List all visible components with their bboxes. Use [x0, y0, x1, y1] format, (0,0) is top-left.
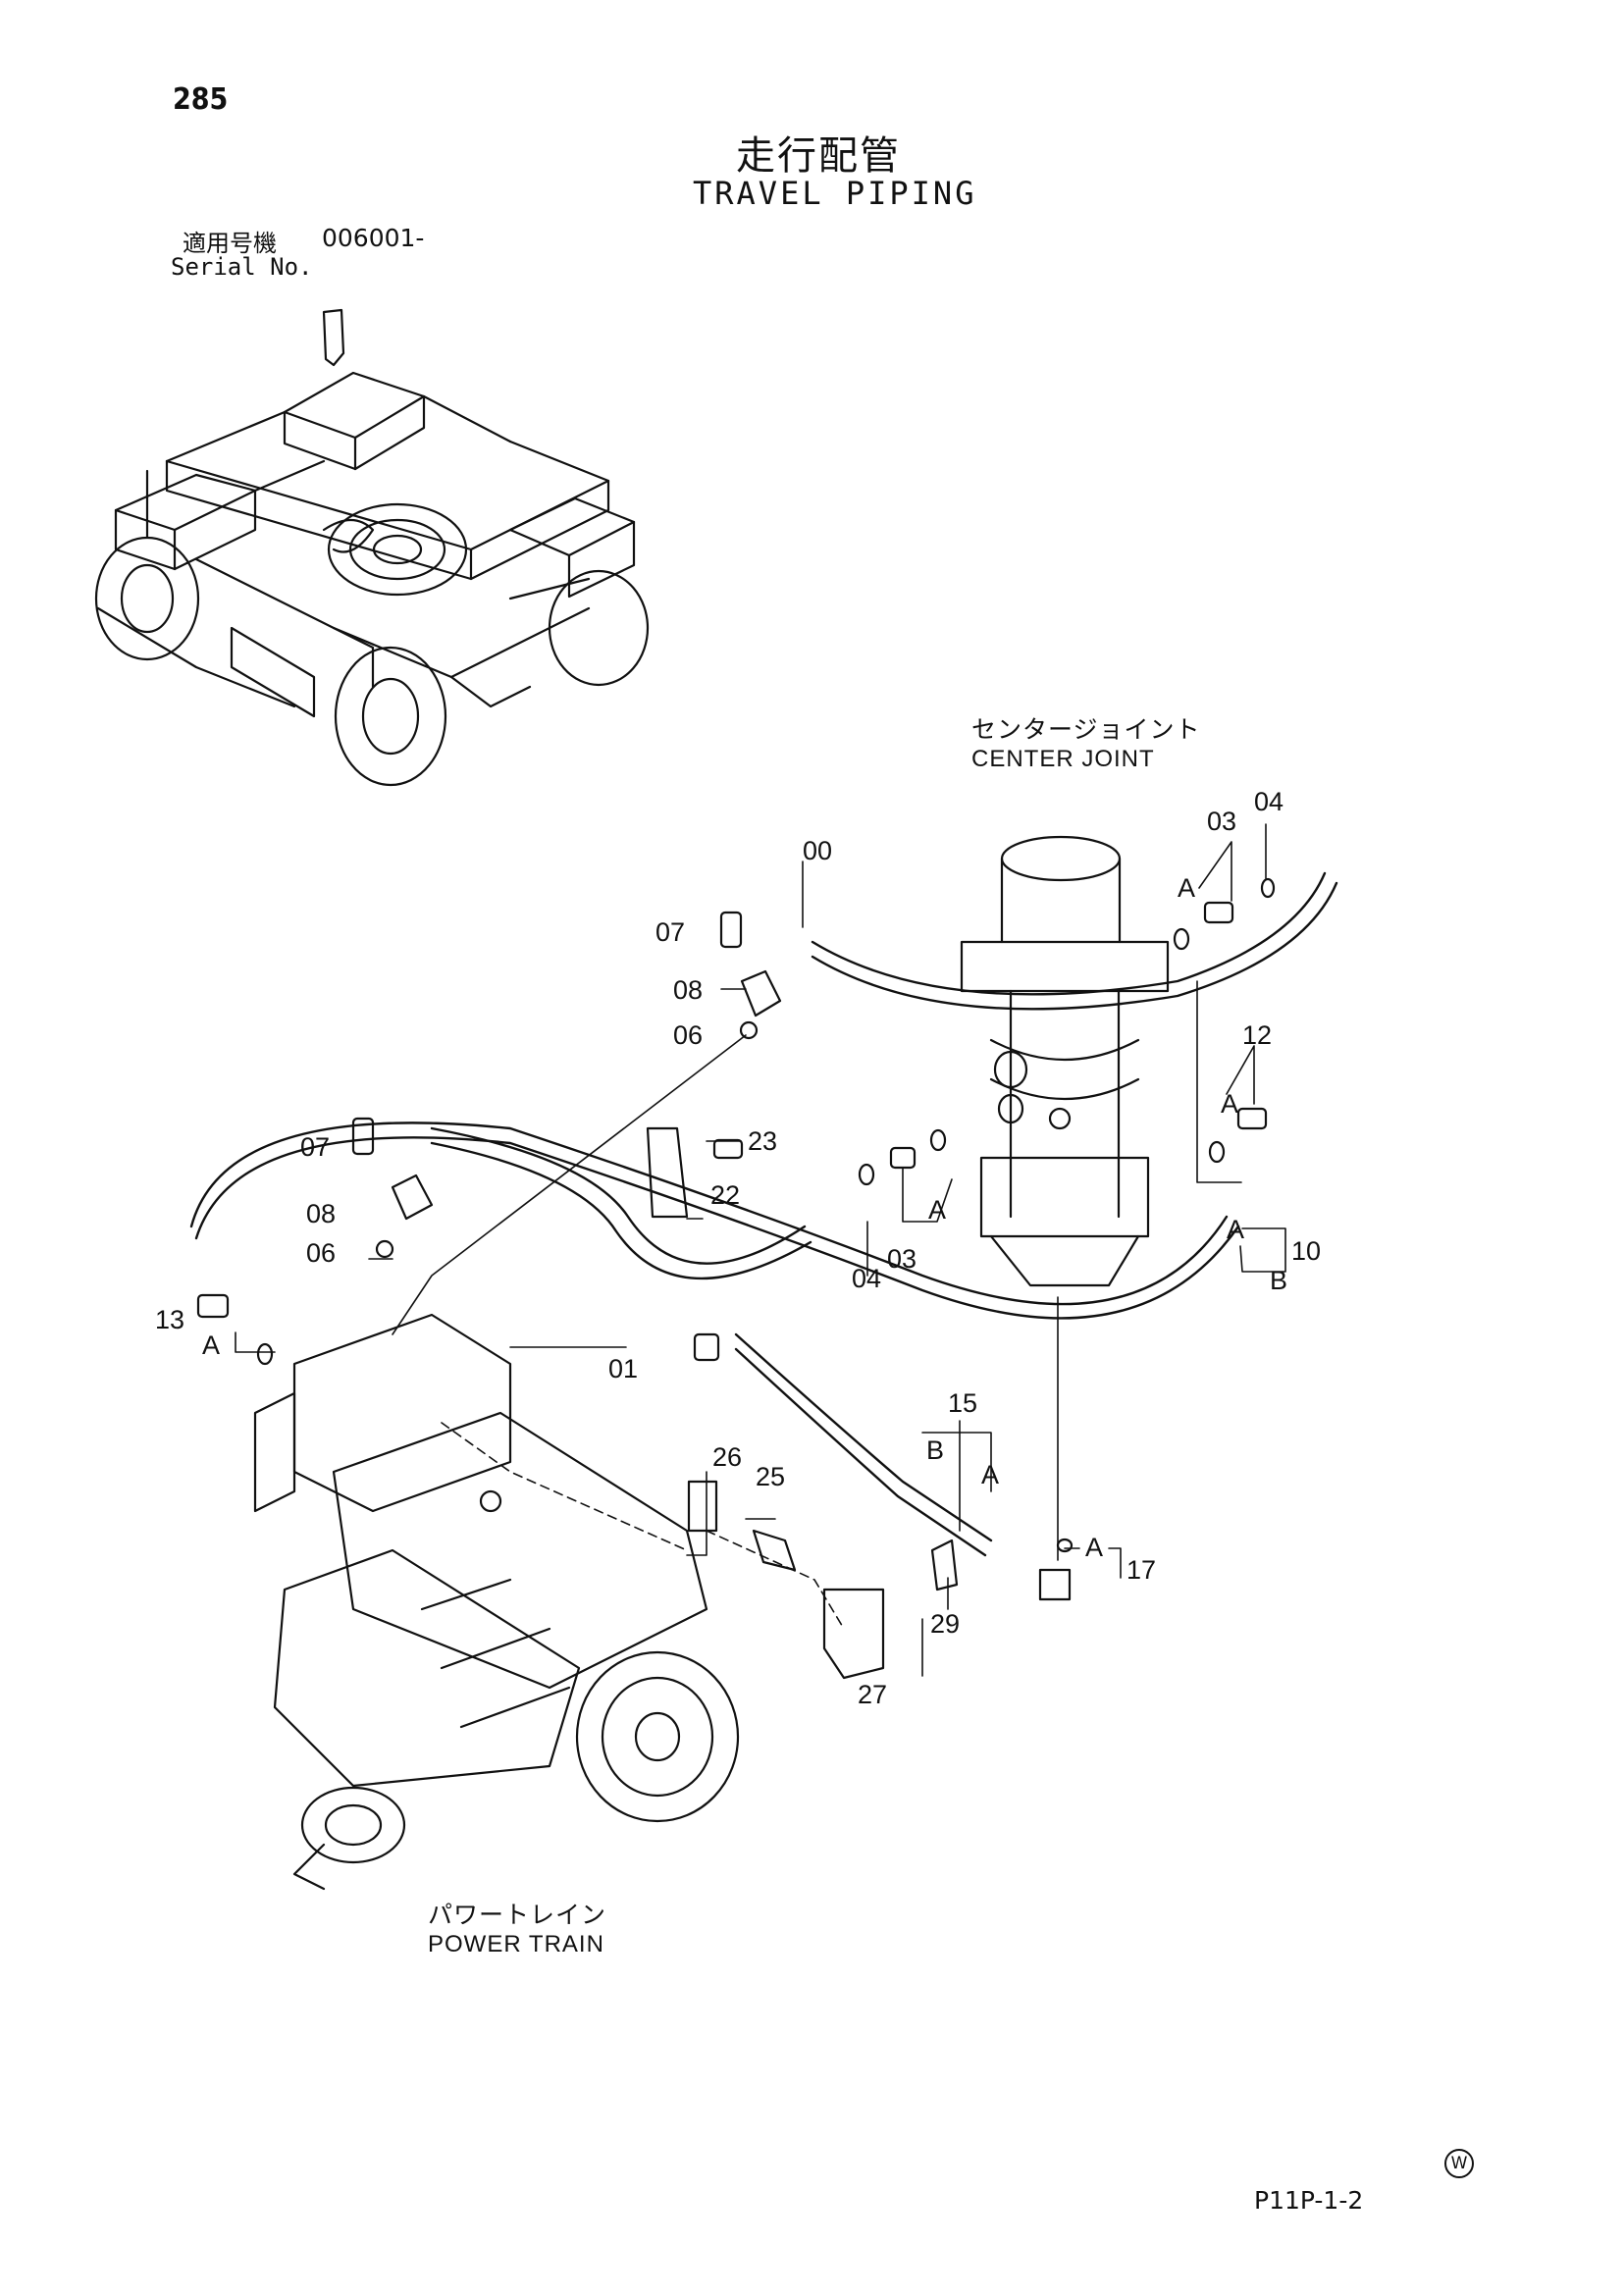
- callout-00: 00: [803, 836, 833, 865]
- callout-15: 15: [948, 1388, 978, 1418]
- callout-27: 27: [858, 1680, 888, 1709]
- callout-10: 10: [1291, 1236, 1322, 1266]
- callout-08-lower: 08: [306, 1199, 337, 1228]
- hoses: [189, 871, 1338, 1557]
- connection-letter-a: A: [1227, 1215, 1245, 1244]
- machine-overview-illustration: [94, 308, 650, 787]
- page-title-japanese: 走行配管: [736, 133, 901, 179]
- callout-08-upper: 08: [673, 975, 704, 1005]
- callout-07-upper: 07: [655, 917, 686, 947]
- fittings: [196, 877, 1276, 1680]
- center-joint-illustration: [960, 835, 1170, 1287]
- callout-04-upper: 04: [1254, 787, 1284, 816]
- leader-lines: [235, 823, 1286, 1677]
- drawing-code: P11P-1-2: [1254, 2186, 1364, 2215]
- callout-01: 01: [608, 1354, 639, 1383]
- callout-07-lower: 07: [300, 1132, 331, 1162]
- power-train-illustration: [253, 1313, 740, 1891]
- serial-label: Serial No.: [171, 253, 313, 281]
- connection-letter-b: B: [926, 1435, 945, 1465]
- callout-03-upper: 03: [1207, 807, 1237, 836]
- connection-letter-a: A: [1221, 1089, 1239, 1119]
- serial-label-japanese: 適用号機: [183, 230, 277, 257]
- connection-letter-a: A: [981, 1460, 1000, 1489]
- callout-29: 29: [930, 1609, 961, 1639]
- callout-23: 23: [748, 1126, 778, 1156]
- callout-12: 12: [1242, 1020, 1273, 1050]
- w-mark: W: [1444, 2149, 1474, 2178]
- callout-13: 13: [155, 1305, 185, 1334]
- callout-06-lower: 06: [306, 1238, 337, 1268]
- serial-number-value: 006001-: [322, 224, 425, 252]
- page-number: 285: [173, 82, 229, 117]
- callout-03-lower: 03: [887, 1244, 917, 1274]
- center-joint-label: CENTER JOINT: [971, 746, 1155, 772]
- callout-04-lower: 04: [852, 1264, 882, 1293]
- connection-letter-a: A: [202, 1331, 221, 1360]
- callout-17: 17: [1126, 1555, 1157, 1585]
- connection-letter-a: A: [1085, 1533, 1104, 1562]
- power-train-label: POWER TRAIN: [428, 1931, 604, 1957]
- connection-letter-a: A: [928, 1195, 947, 1225]
- center-joint-label-japanese: センタージョイント: [971, 716, 1201, 744]
- callout-22: 22: [710, 1180, 741, 1210]
- callout-26: 26: [712, 1442, 743, 1472]
- callout-06-upper: 06: [673, 1020, 704, 1050]
- page-title: TRAVEL PIPING: [693, 175, 977, 212]
- callout-25: 25: [756, 1462, 786, 1491]
- connection-letter-a: A: [1178, 873, 1196, 903]
- power-train-label-japanese: パワートレイン: [428, 1902, 607, 1929]
- connection-letter-b: B: [1270, 1266, 1288, 1295]
